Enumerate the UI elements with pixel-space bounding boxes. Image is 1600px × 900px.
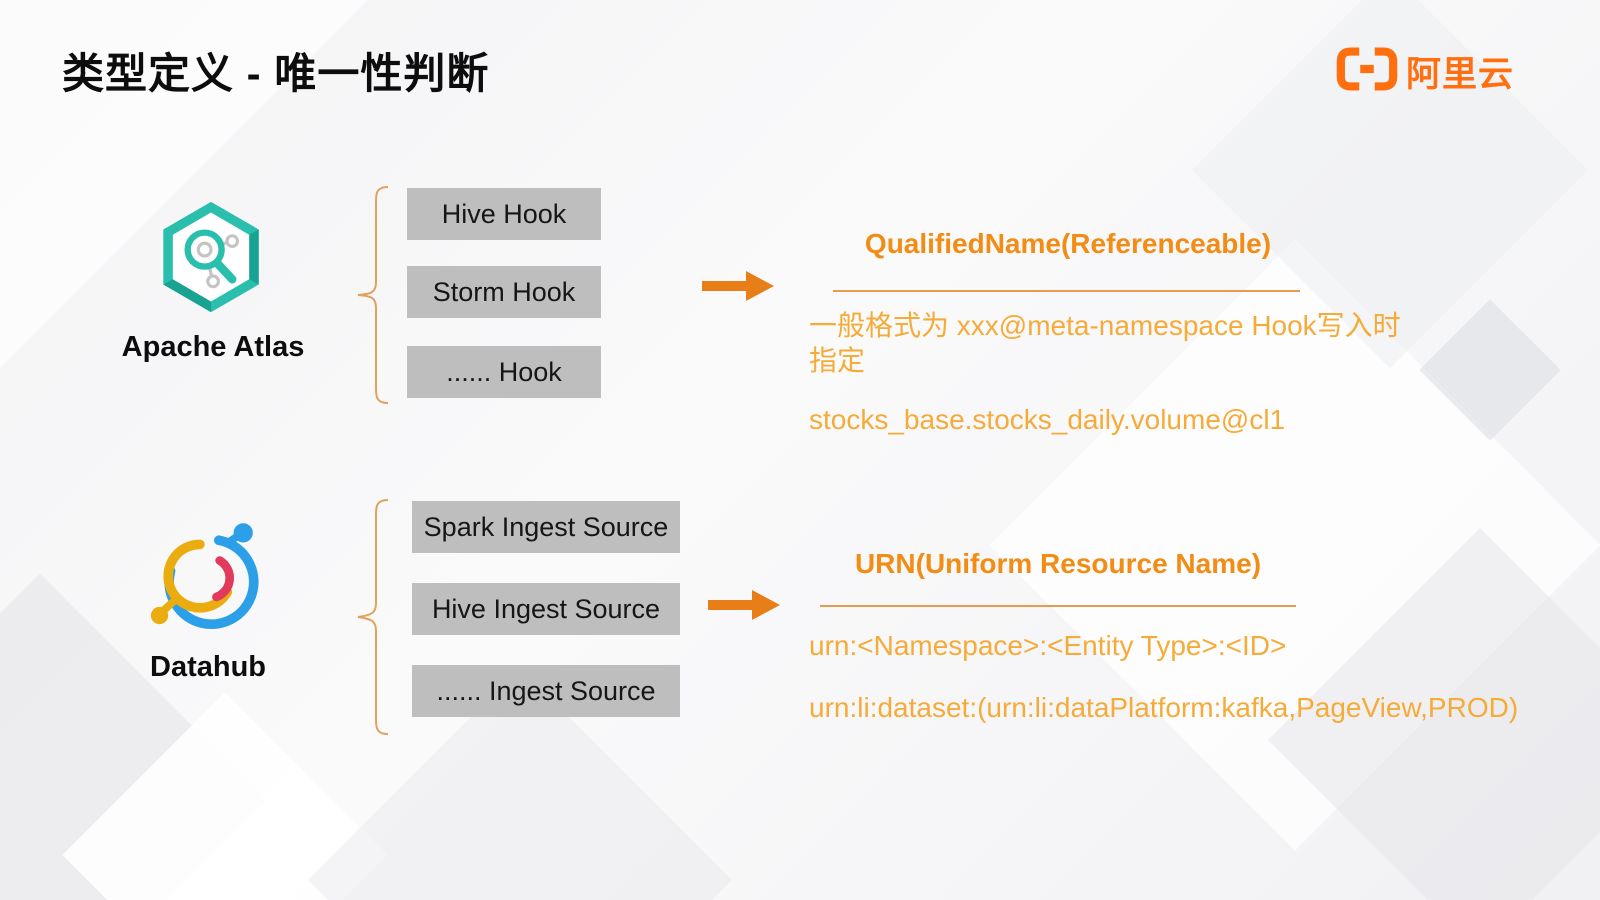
atlas-format-text: 一般格式为 xxx@meta-namespace Hook写入时指定 xyxy=(809,310,1401,376)
alibaba-cloud-icon xyxy=(1336,46,1398,97)
background-deco-shape xyxy=(1419,299,1561,441)
arrow-right-icon xyxy=(702,271,774,306)
page-title: 类型定义 - 唯一性判断 xyxy=(62,50,490,97)
datahub-heading-rule xyxy=(820,605,1296,607)
datahub-format-text: urn:<Namespace>:<Entity Type>:<ID> xyxy=(809,630,1287,661)
atlas-heading-rule xyxy=(833,290,1300,292)
background-deco-shape xyxy=(62,692,388,900)
brand-logo: 阿里云 xyxy=(1336,46,1514,97)
datahub-source-box: Spark Ingest Source xyxy=(412,501,680,553)
datahub-icon xyxy=(148,515,273,648)
datahub-brace-icon xyxy=(352,497,392,742)
arrow-right-icon xyxy=(708,590,780,625)
atlas-hook-box: Storm Hook xyxy=(407,266,601,318)
atlas-example-text: stocks_base.stocks_daily.volume@cl1 xyxy=(809,404,1286,435)
atlas-panel-heading: QualifiedName(Referenceable) xyxy=(864,228,1272,259)
atlas-entity-label: Apache Atlas xyxy=(121,331,305,363)
atlas-brace-icon xyxy=(352,184,392,411)
atlas-hook-box: Hive Hook xyxy=(407,188,601,240)
apache-atlas-icon xyxy=(158,198,264,321)
datahub-example-text: urn:li:dataset:(urn:li:dataPlatform:kafk… xyxy=(809,692,1519,723)
atlas-hook-box: ...... Hook xyxy=(407,346,601,398)
datahub-entity-label: Datahub xyxy=(150,651,266,683)
datahub-source-box: ...... Ingest Source xyxy=(412,665,680,717)
datahub-panel-heading: URN(Uniform Resource Name) xyxy=(854,548,1262,579)
brand-logo-text: 阿里云 xyxy=(1405,55,1514,94)
datahub-source-box: Hive Ingest Source xyxy=(412,583,680,635)
